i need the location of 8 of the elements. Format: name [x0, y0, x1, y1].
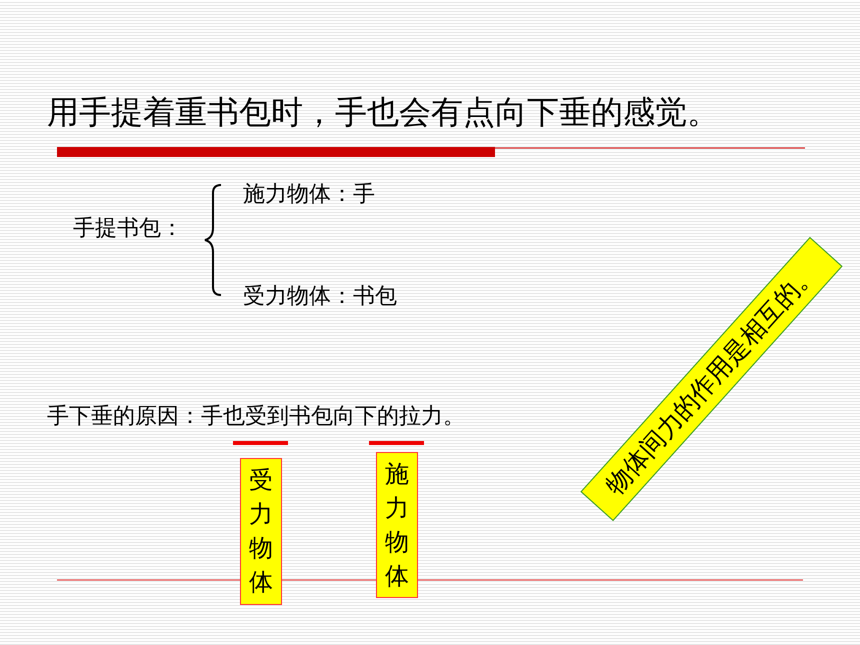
- text-label: 施力物体：手: [243, 184, 375, 206]
- text-label: 手提书包：: [73, 218, 183, 240]
- text-label: 手下垂的原因：手也受到书包向下的拉力。: [47, 406, 465, 428]
- label-box: 施力物体: [376, 452, 418, 598]
- label-box: 受力物体: [240, 458, 282, 605]
- label-box: 物体间力的作用是相互的。: [580, 236, 843, 522]
- text-label: 受力物体：书包: [243, 286, 397, 308]
- title: 用手提着重书包时，手也会有点向下垂的感觉。: [47, 96, 719, 128]
